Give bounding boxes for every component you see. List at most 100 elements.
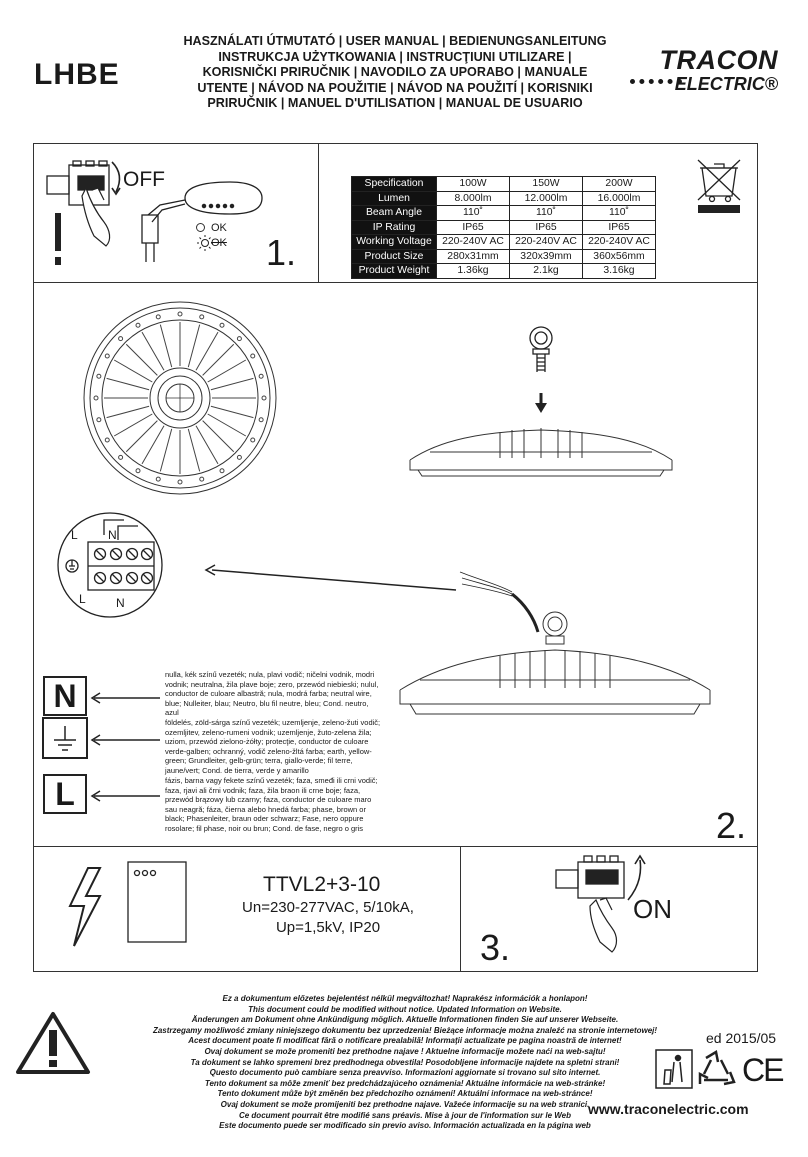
rim-dot — [93, 395, 99, 401]
breaker-on-icon — [555, 855, 625, 899]
turn-off-arrow-icon — [111, 161, 121, 193]
rim-dot — [258, 417, 264, 423]
on-label: ON — [633, 894, 672, 924]
earth-icon — [54, 726, 76, 751]
title-line: UTENTE | NÁVOD NA POUŽITIE | NÁVOD NA PO… — [197, 80, 593, 95]
spec-value: IP65 — [436, 219, 510, 235]
rim-dot — [219, 468, 225, 474]
symbol-arrows-icon — [90, 692, 160, 802]
rim-dot — [261, 395, 267, 401]
spec-value: 200W — [582, 176, 656, 192]
spec-value: 1.36kg — [436, 263, 510, 279]
fin-line — [125, 343, 158, 376]
spec-label: Specification — [351, 176, 437, 192]
fin-line — [202, 420, 235, 453]
ok-label: OK — [211, 222, 227, 234]
fin-line — [113, 359, 153, 383]
model-code: LHBE — [34, 58, 120, 91]
title-line: INSTRUKCJA UŻYTKOWANIA | INSTRUCŢIUNI UT… — [218, 49, 572, 64]
recycling-icon — [698, 1050, 736, 1086]
fin-line — [159, 324, 173, 368]
live-symbol: L — [43, 774, 87, 814]
brand-subname: ELECTRIC® — [674, 74, 778, 94]
brand-dots — [630, 79, 682, 85]
surge-device-ratings: Un=230-277VAC, 5/10kA, Up=1,5kV, IP20 — [228, 898, 428, 938]
rim-dot — [236, 454, 242, 460]
rim-dot — [199, 476, 205, 482]
light-on-icon — [197, 235, 213, 251]
lightning-icon — [68, 867, 102, 947]
spec-label: IP Rating — [351, 219, 437, 235]
manual-titles: HASZNÁLATI ÚTMUTATÓ | USER MANUAL | BEDI… — [150, 34, 640, 112]
fin-line — [125, 420, 158, 453]
spec-value: 3.16kg — [582, 263, 656, 279]
not-ok-label: OK — [211, 237, 227, 249]
phase-description: fázis, barna vagy fekete színű vezeték; … — [165, 776, 378, 833]
rim-dot — [155, 476, 161, 482]
spec-label: Beam Angle — [351, 205, 437, 221]
title-line: PRIRUČNIK | MANUEL D'UTILISATION | MANUA… — [207, 96, 583, 111]
spec-label: Product Weight — [351, 263, 437, 279]
terminal-label-bottom-n: N — [116, 596, 125, 610]
disclaimer-line: Änderungen am Dokument ohne Ankündigung … — [191, 1015, 619, 1025]
neutral-symbol: N — [43, 676, 87, 716]
weee-bar-icon — [698, 205, 740, 213]
warning-triangle-icon — [16, 1012, 90, 1074]
terminal-block-icon — [57, 512, 163, 618]
disclaimer-line: Este documento puede ser modificado sin … — [219, 1121, 591, 1131]
eye-bolt-icon — [529, 326, 553, 372]
spec-label: Lumen — [351, 190, 437, 206]
title-line: KORISNIČKI PRIRUČNIK | NAVODILO ZA UPORA… — [202, 65, 588, 80]
rim-dot — [236, 336, 242, 342]
recycle-bin-icon — [655, 1049, 693, 1089]
rim-dot — [104, 353, 110, 359]
fin-line — [202, 343, 235, 376]
disclaimer-line: Acest document poate fi modificat fără o… — [188, 1036, 622, 1046]
wire-arrow-icon — [211, 569, 457, 591]
rim-dot — [177, 479, 183, 485]
website-link[interactable]: www.traconelectric.com — [588, 1101, 749, 1117]
rim-dot — [258, 373, 264, 379]
fin-line — [210, 405, 254, 419]
exclamation-icon — [55, 213, 61, 265]
ratings-line-1: Un=230-277VAC, 5/10kA, — [242, 899, 414, 916]
luminaire-top-view-icon — [83, 301, 277, 495]
earth-symbol-box — [42, 717, 88, 759]
surge-device-model: TTVL2+3-10 — [263, 873, 381, 896]
divider-step2 — [33, 846, 758, 847]
brand-logo: TRACON ELECTRIC® — [628, 46, 778, 94]
rim-dot — [104, 437, 110, 443]
spec-value: IP65 — [582, 219, 656, 235]
disclaimer-line: Zastrzegamy możliwość zmiany niniejszego… — [152, 1025, 658, 1035]
rim-dot — [118, 454, 124, 460]
off-label: OFF — [123, 168, 165, 191]
luminaire-side-view-icon — [409, 428, 673, 477]
rim-dot — [199, 314, 205, 320]
disclaimer-line: Ovaj dokument se može promijeniti bez pr… — [220, 1099, 590, 1109]
surge-protector-icon — [127, 861, 187, 943]
fin-line — [113, 413, 153, 437]
hand-icon — [81, 186, 111, 247]
fin-line — [207, 359, 247, 383]
terminal-label-bottom-l: L — [79, 592, 86, 606]
step-number-1: 1. — [266, 232, 297, 273]
fin-line — [195, 425, 219, 465]
hand-on-icon — [589, 897, 618, 953]
light-off-icon — [196, 223, 205, 232]
divider-step3-vertical — [460, 846, 461, 972]
ratings-line-2: Up=1,5kV, IP20 — [275, 919, 381, 936]
step-number-2: 2. — [716, 805, 747, 846]
divider-step1 — [33, 282, 758, 283]
brand-name: TRACON — [659, 45, 778, 75]
content-frame — [33, 143, 758, 972]
spec-value: 150W — [509, 176, 583, 192]
tester-legend: OK OK — [196, 221, 227, 251]
